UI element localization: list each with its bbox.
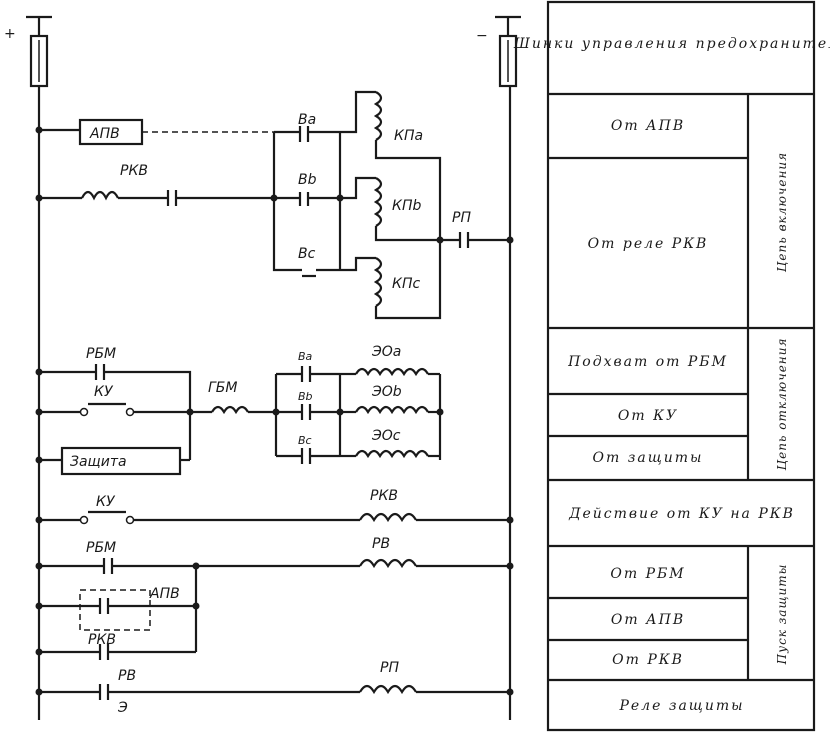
group-otklyuchenie: Цепь отключения xyxy=(775,338,789,471)
rp-label: РП xyxy=(452,210,471,226)
vb-label: Вb xyxy=(298,172,317,188)
rkv-contact-label: РКВ xyxy=(120,163,148,179)
rkv3-label: РКВ xyxy=(88,632,116,648)
kpa-label: КПа xyxy=(394,128,423,144)
vb2-label: Вb xyxy=(298,390,313,403)
minus-fuse xyxy=(495,15,521,88)
row-ot-zashchity: От защиты xyxy=(593,450,704,466)
row-ot-rbm: От РБМ xyxy=(610,566,685,582)
rv-label: РВ xyxy=(372,536,390,552)
eob-label: ЭОb xyxy=(371,384,402,400)
kpb-label: КПb xyxy=(392,198,421,214)
rkv2-label: РКВ xyxy=(370,488,398,504)
rbm2-label: РБМ xyxy=(86,540,116,556)
row-deistvie: Действие от КУ на РКВ xyxy=(568,506,795,522)
row-podkhvat: Подхват от РБМ xyxy=(567,354,728,370)
kpc-label: КПс xyxy=(392,276,420,292)
rbm-label: РБМ xyxy=(86,346,116,362)
table-header: Шинки управления предохранители xyxy=(513,36,830,52)
zashchita-label: Защита xyxy=(70,454,127,470)
plus-fuse xyxy=(26,15,52,88)
legend-table xyxy=(546,0,816,732)
row-ot-ku: От КУ xyxy=(618,408,678,424)
gbm-label: ГБМ xyxy=(208,380,237,396)
ku-label: КУ xyxy=(94,384,114,400)
vc2-label: Вс xyxy=(298,434,312,447)
va2-label: Ва xyxy=(298,350,313,363)
rv2-label: РВ xyxy=(118,668,136,684)
plus-sign: + xyxy=(4,26,16,42)
group-pusk: Пуск защиты xyxy=(775,564,789,666)
vc-label: Вс xyxy=(298,246,316,262)
va-label: Ва xyxy=(298,112,316,128)
row-ot-apv2: От АПВ xyxy=(611,612,685,628)
eoc-label: ЭОс xyxy=(371,428,401,444)
group-vklyuchenie: Цепь включения xyxy=(775,152,789,272)
row-ot-apv: От АПВ xyxy=(611,118,685,134)
row-ot-rkv: От РКВ xyxy=(612,652,684,668)
ku2-label: КУ xyxy=(96,494,116,510)
minus-sign: − xyxy=(476,28,488,44)
rp2-label: РП xyxy=(380,660,399,676)
eoa-label: ЭОа xyxy=(371,344,401,360)
e-label: Э xyxy=(117,700,128,716)
row-ot-rele-rkv: От реле РКВ xyxy=(588,236,709,252)
row-rele-zashchity: Реле защиты xyxy=(618,698,744,714)
apv2-label: АПВ xyxy=(149,586,180,602)
apv-box-label: АПВ xyxy=(89,126,120,142)
